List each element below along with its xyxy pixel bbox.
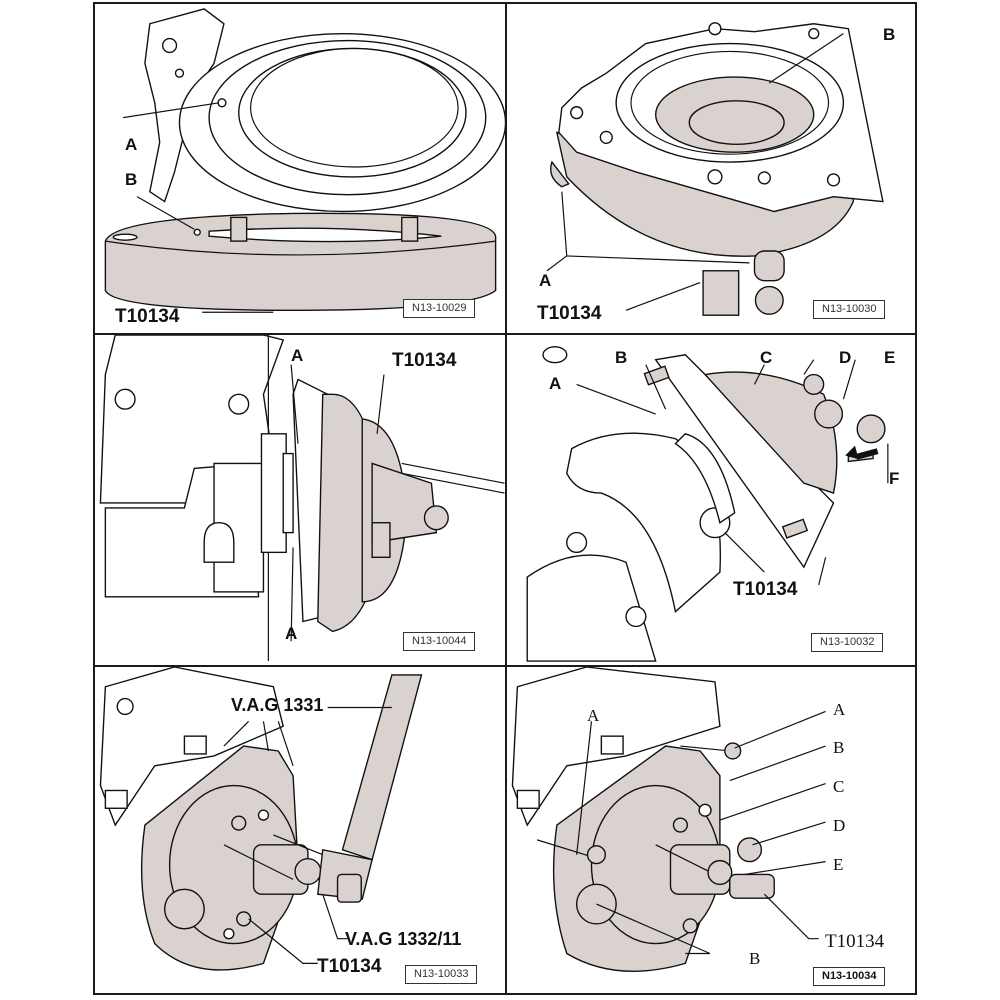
figure-code: N13-10029 [403, 299, 476, 318]
tool-label-vag-1331: V.A.G 1331 [231, 695, 324, 715]
callout-label-a: A [539, 271, 552, 290]
callout-label-a-left: A [587, 706, 600, 725]
seal-flange-illustration [104, 8, 505, 313]
tool-label-t10134: T10134 [733, 579, 798, 600]
tool-label-t10134: T10134 [537, 303, 602, 324]
callout-label-a: A [125, 135, 138, 154]
tool-label-vag-1332-11: V.A.G 1332/11 [345, 929, 462, 949]
figure-code: N13-10033 [405, 965, 478, 984]
panel-n13-10032: A B C D E F T10134 N13-10032 [505, 333, 917, 667]
callout-label-c: C [760, 348, 773, 367]
callout-label-a-top: A [291, 346, 304, 365]
figure-code: N13-10032 [811, 633, 884, 652]
bearing-extraction-illustration [526, 346, 889, 662]
panel-n13-10034: A A B C D E T10134 B N13-10034 [505, 665, 917, 995]
tool-label-t10134: T10134 [115, 306, 180, 327]
tool-label-t10134: T10134 [392, 350, 457, 371]
panel-n13-10044: A T10134 A N13-10044 [93, 333, 507, 667]
callout-label-d: D [839, 348, 852, 367]
panel-n13-10033: V.A.G 1331 V.A.G 1332/11 T10134 N13-1003… [93, 665, 507, 995]
callout-label-b: B [615, 348, 628, 367]
callout-label-b: B [883, 25, 896, 44]
callout-label-c: C [833, 777, 845, 796]
counterhold-tool-illustration [99, 667, 423, 971]
callout-label-b-right: B [833, 738, 845, 757]
callout-label-b: B [125, 170, 138, 189]
tool-label-t10134: T10134 [825, 931, 885, 952]
callout-label-e: E [833, 855, 844, 874]
crankshaft-tool-side-illustration [99, 335, 505, 662]
tool-assembly-illustration [511, 667, 826, 972]
callout-label-e: E [884, 348, 896, 367]
figure-code: N13-10034 [813, 967, 886, 986]
panel-n13-10030: B A T10134 N13-10030 [505, 2, 917, 335]
callout-label-b-bottom: B [749, 949, 761, 968]
callout-label-a-right: A [833, 700, 846, 719]
callout-label-a: A [549, 374, 562, 393]
figure-code: N13-10030 [813, 300, 886, 319]
tool-label-t10134: T10134 [317, 956, 382, 977]
figure-code: N13-10044 [403, 632, 476, 651]
panel-n13-10029: A B T10134 N13-10029 [93, 2, 507, 335]
callout-label-d: D [833, 816, 846, 835]
callout-label-f: F [889, 469, 900, 488]
callout-label-a-bottom: A [285, 624, 298, 643]
tool-on-flange-illustration [546, 22, 884, 316]
